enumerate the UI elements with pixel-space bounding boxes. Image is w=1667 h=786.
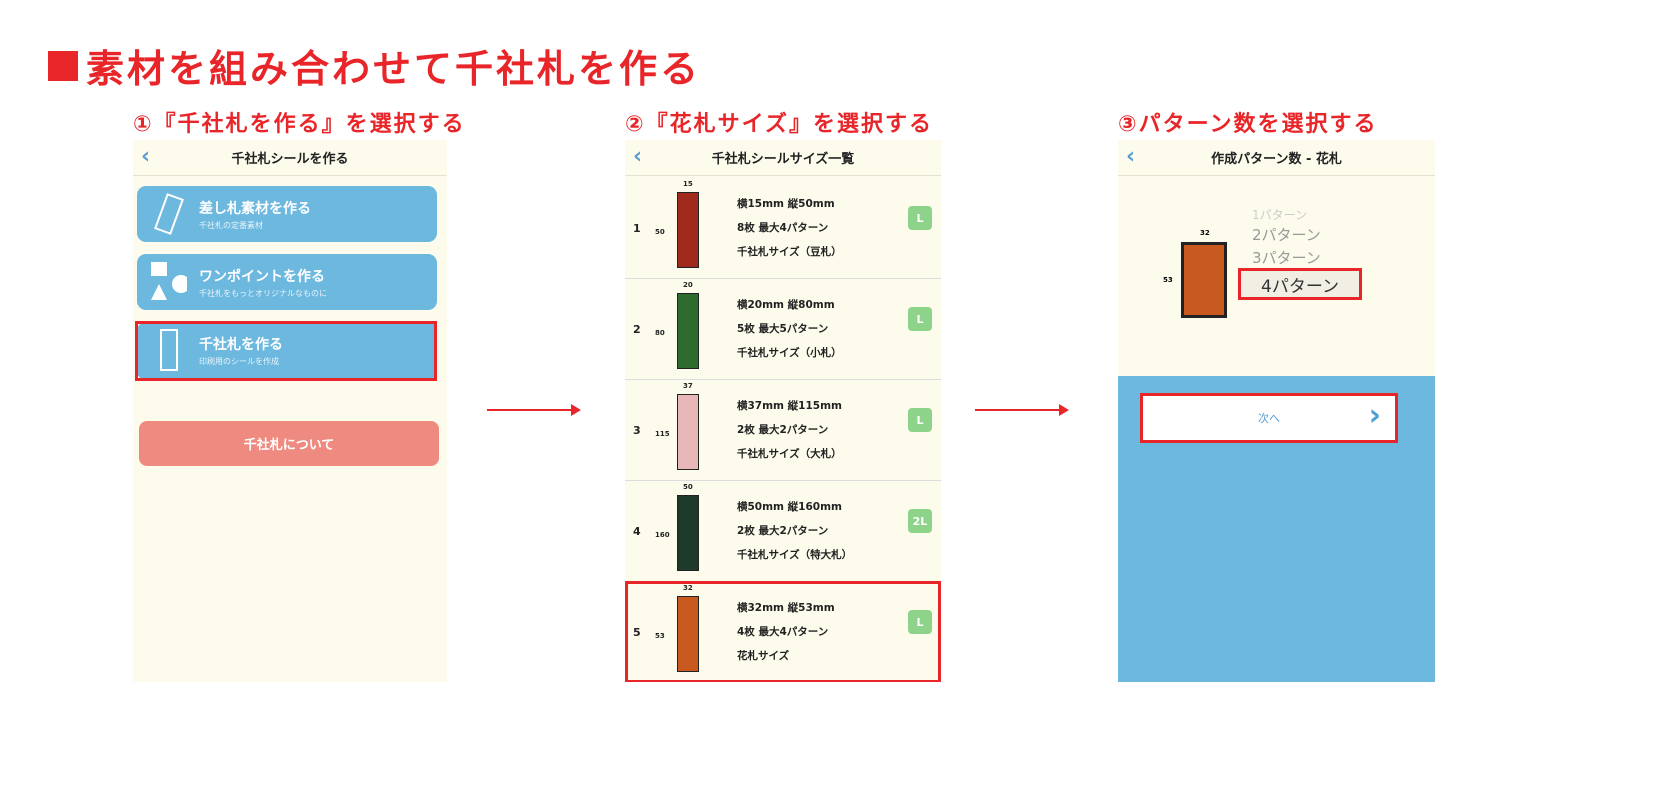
size-name: 千社札サイズ（小札） xyxy=(737,347,842,359)
row-number: 4 xyxy=(633,525,641,538)
dimensions: 横37mm 縦115mm xyxy=(737,400,842,412)
width-label: 37 xyxy=(683,382,693,390)
picker-selected-option[interactable]: 4パターン xyxy=(1238,268,1362,300)
sheet-count: 4枚 最大4パターン xyxy=(737,626,829,638)
paper-size-badge: L xyxy=(908,610,932,634)
screen-2: ‹ 千社札シールサイズ一覧 1 50 15 横15mm 縦50mm 8枚 最大4パ… xyxy=(625,140,941,682)
senjafuda-icon xyxy=(160,329,178,371)
paper-size-badge: L xyxy=(908,206,932,230)
button-subtitle: 印刷用のシールを作成 xyxy=(199,357,279,366)
button-title: 差し札素材を作る xyxy=(199,201,311,217)
button-title: 千社札を作る xyxy=(199,337,283,353)
dimensions: 横20mm 縦80mm xyxy=(737,299,835,311)
row-number: 3 xyxy=(633,424,641,437)
about-button[interactable]: 千社札について xyxy=(139,421,439,466)
sheet-count: 2枚 最大2パターン xyxy=(737,424,829,436)
picker-option[interactable]: 1パターン xyxy=(1252,208,1308,222)
header-title: 千社札シールを作る xyxy=(231,152,349,167)
paper-size-badge: L xyxy=(908,307,932,331)
height-label: 80 xyxy=(655,329,665,337)
header-title: 千社札シールサイズ一覧 xyxy=(711,152,855,167)
sticker-preview-image xyxy=(677,293,699,369)
row-number: 5 xyxy=(633,626,641,639)
step-3-label: ③パターン数を選択する xyxy=(1118,112,1378,137)
sashifuda-icon xyxy=(154,193,184,235)
dimensions: 横32mm 縦53mm xyxy=(737,602,835,614)
height-label: 160 xyxy=(655,531,670,539)
chevron-right-icon: › xyxy=(1368,398,1381,433)
arrow-right-icon xyxy=(975,404,1069,416)
size-name: 花札サイズ xyxy=(737,650,790,662)
card-height-label: 53 xyxy=(1163,276,1173,284)
width-label: 32 xyxy=(683,584,693,592)
square-bullet-icon xyxy=(48,50,78,81)
paper-size-badge: 2L xyxy=(908,509,932,533)
picker-option[interactable]: 3パターン xyxy=(1252,249,1321,267)
screen-2-header: ‹ 千社札シールサイズ一覧 xyxy=(625,140,941,176)
sheet-count: 8枚 最大4パターン xyxy=(737,222,829,234)
highlight-box xyxy=(625,581,941,682)
height-label: 50 xyxy=(655,228,665,236)
back-icon[interactable]: ‹ xyxy=(141,144,151,169)
button-subtitle: 千社札の定番素材 xyxy=(199,221,263,230)
back-icon[interactable]: ‹ xyxy=(633,144,643,169)
size-row[interactable]: 5 53 32 横32mm 縦53mm 4枚 最大4パターン 花札サイズ L xyxy=(625,582,941,682)
screen-3-header: ‹ 作成パターン数 - 花札 xyxy=(1118,140,1435,176)
header-title: 作成パターン数 - 花札 xyxy=(1211,152,1342,167)
sheet-count: 2枚 最大2パターン xyxy=(737,525,829,537)
highlight-box xyxy=(135,321,437,381)
button-title: ワンポイントを作る xyxy=(199,269,325,285)
size-name: 千社札サイズ（豆札） xyxy=(737,246,842,258)
size-row[interactable]: 4 160 50 横50mm 縦160mm 2枚 最大2パターン 千社札サイズ（… xyxy=(625,481,941,582)
height-label: 115 xyxy=(655,430,670,438)
dimensions: 横15mm 縦50mm xyxy=(737,198,835,210)
height-label: 53 xyxy=(655,632,665,640)
step-2-label: ②『花札サイズ』を選択する xyxy=(625,112,933,137)
bottom-area: 次へ › xyxy=(1118,376,1435,682)
sheet-count: 5枚 最大5パターン xyxy=(737,323,829,335)
width-label: 20 xyxy=(683,281,693,289)
make-senjafuda-button[interactable]: 千社札を作る印刷用のシールを作成 xyxy=(137,322,437,380)
screen-1-header: ‹ 千社札シールを作る xyxy=(133,140,447,176)
page-title: 素材を組み合わせて千社札を作る xyxy=(48,38,701,93)
sticker-preview-image xyxy=(677,596,699,672)
back-icon[interactable]: ‹ xyxy=(1126,144,1136,169)
sticker-preview-image xyxy=(677,192,699,268)
size-row[interactable]: 2 80 20 横20mm 縦80mm 5枚 最大5パターン 千社札サイズ（小札… xyxy=(625,279,941,380)
dimensions: 横50mm 縦160mm xyxy=(737,501,842,513)
arrow-right-icon xyxy=(487,404,581,416)
page-title-text: 素材を組み合わせて千社札を作る xyxy=(86,47,702,91)
pattern-picker[interactable]: 1パターン 2パターン 3パターン 4パターン xyxy=(1118,140,1435,340)
card-width-label: 32 xyxy=(1200,229,1210,237)
screen-1: ‹千社札シールを作る 差し札素材を作る千社札の定番素材 ワンポイントを作る千社札… xyxy=(133,140,447,682)
picker-option[interactable]: 2パターン xyxy=(1252,226,1321,244)
sticker-preview-image xyxy=(677,394,699,470)
shapes-icon xyxy=(151,262,187,300)
button-subtitle: 千社札をもっとオリジナルなものに xyxy=(199,289,327,298)
row-number: 1 xyxy=(633,222,641,235)
size-row[interactable]: 1 50 15 横15mm 縦50mm 8枚 最大4パターン 千社札サイズ（豆札… xyxy=(625,178,941,279)
next-label: 次へ xyxy=(1258,412,1280,425)
make-onepoint-button[interactable]: ワンポイントを作る千社札をもっとオリジナルなものに xyxy=(137,254,437,310)
hanafuda-card-image xyxy=(1181,242,1227,318)
width-label: 15 xyxy=(683,180,693,188)
size-name: 千社札サイズ（大札） xyxy=(737,448,842,460)
sticker-preview-image xyxy=(677,495,699,571)
size-row[interactable]: 3 115 37 横37mm 縦115mm 2枚 最大2パターン 千社札サイズ（… xyxy=(625,380,941,481)
paper-size-badge: L xyxy=(908,408,932,432)
step-1-label: ①『千社札を作る』を選択する xyxy=(133,112,466,137)
next-button[interactable]: 次へ › xyxy=(1140,393,1398,443)
size-name: 千社札サイズ（特大札） xyxy=(737,549,853,561)
screen-3: ‹ 作成パターン数 - 花札 32 53 1パターン 2パターン 3パターン 4パ… xyxy=(1118,140,1435,682)
width-label: 50 xyxy=(683,483,693,491)
row-number: 2 xyxy=(633,323,641,336)
make-sashifuda-button[interactable]: 差し札素材を作る千社札の定番素材 xyxy=(137,186,437,242)
